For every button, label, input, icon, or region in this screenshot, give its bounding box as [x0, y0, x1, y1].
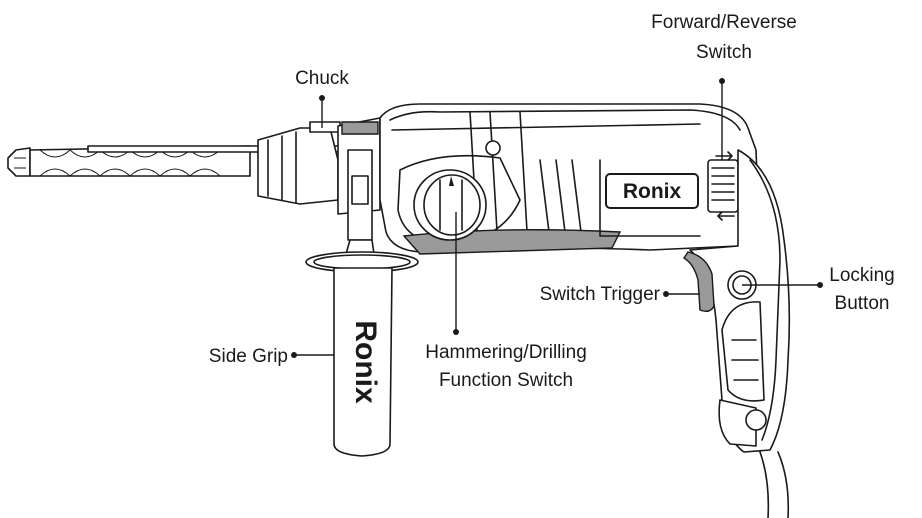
leader-lines	[291, 78, 823, 358]
label-switch-trigger: Switch Trigger	[540, 284, 661, 305]
rear-handle	[689, 149, 791, 518]
label-locking-line1: Locking	[829, 265, 895, 286]
label-side-grip: Side Grip	[209, 346, 288, 367]
label-forward-reverse-line2: Switch	[696, 42, 752, 63]
grip-logo: Ronix	[349, 320, 382, 404]
callout-labels: Chuck Forward/Reverse Switch Locking But…	[209, 12, 895, 391]
forward-reverse-switch	[707, 151, 739, 221]
label-locking-line2: Button	[835, 293, 890, 314]
trigger	[683, 251, 715, 313]
label-forward-reverse-line1: Forward/Reverse	[651, 12, 797, 33]
label-hammering-line2: Function Switch	[439, 370, 573, 391]
label-chuck: Chuck	[295, 68, 349, 89]
body-logo: Ronix	[623, 180, 682, 203]
side-grip: Ronix	[305, 149, 419, 457]
hammer-drill-function-knob	[413, 169, 487, 241]
label-hammering-line1: Hammering/Drilling	[425, 342, 587, 363]
